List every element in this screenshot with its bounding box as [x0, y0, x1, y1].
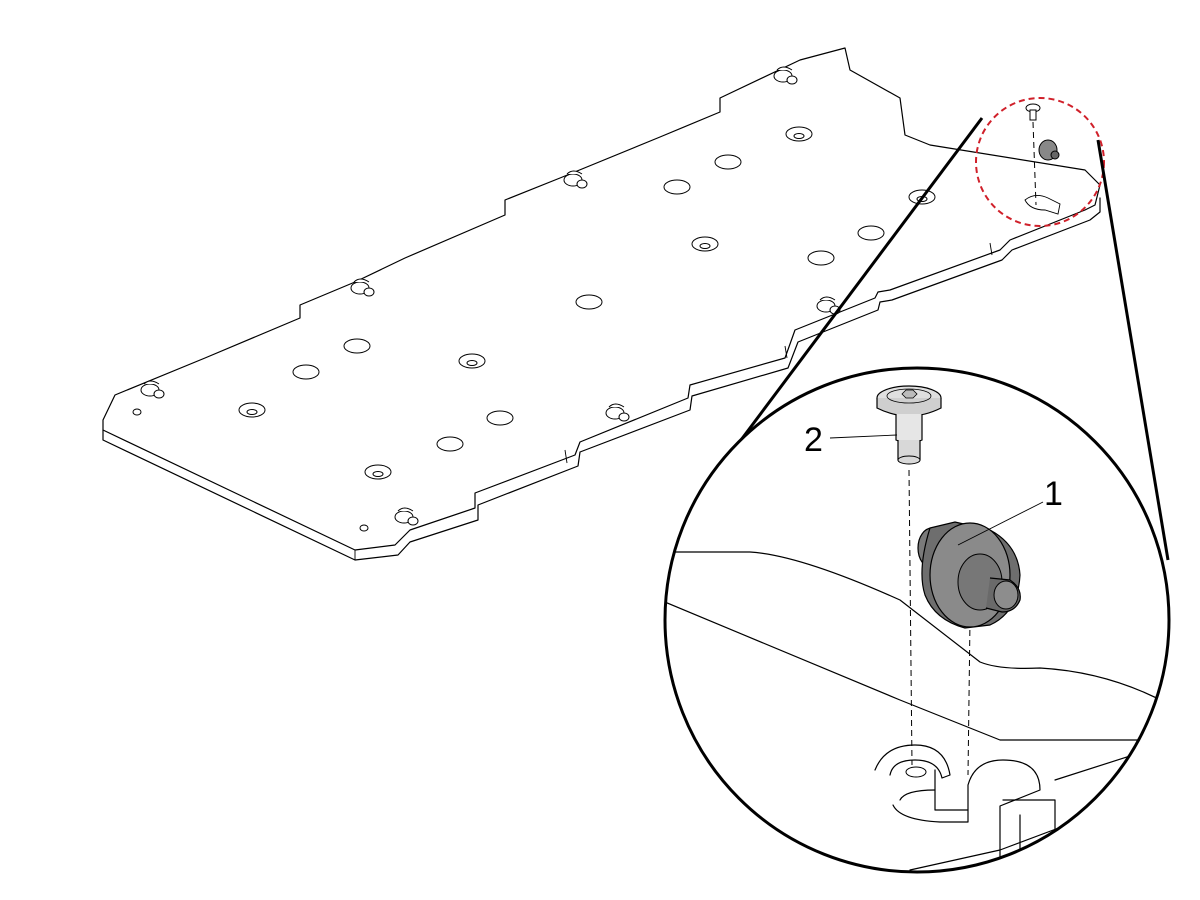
screw-part-2 [876, 385, 942, 465]
small-screw [1025, 103, 1041, 121]
roller-alignment-line [967, 619, 971, 776]
leader-line-1 [957, 501, 1044, 546]
callout-label-1: 1 [1044, 475, 1063, 513]
zoom-line-left [733, 117, 984, 449]
roller-part-1 [917, 521, 1021, 629]
leader-line-2 [829, 434, 898, 439]
base-plate [102, 47, 1101, 561]
detail-slot [874, 744, 951, 779]
highlight-circle [975, 97, 1105, 227]
detail-circle [663, 366, 1171, 874]
zoom-line-right [1096, 139, 1170, 561]
plate-holes [132, 126, 936, 532]
screw-alignment-line [908, 469, 913, 766]
highlight-region [975, 97, 1105, 227]
small-roller [1038, 139, 1060, 161]
plate-rollers [140, 66, 841, 526]
plate-front-edge [102, 197, 1101, 561]
detail-view: 2 1 [663, 366, 1171, 874]
detail-plate-edge [665, 551, 1169, 706]
callout-label-2: 2 [804, 421, 823, 459]
